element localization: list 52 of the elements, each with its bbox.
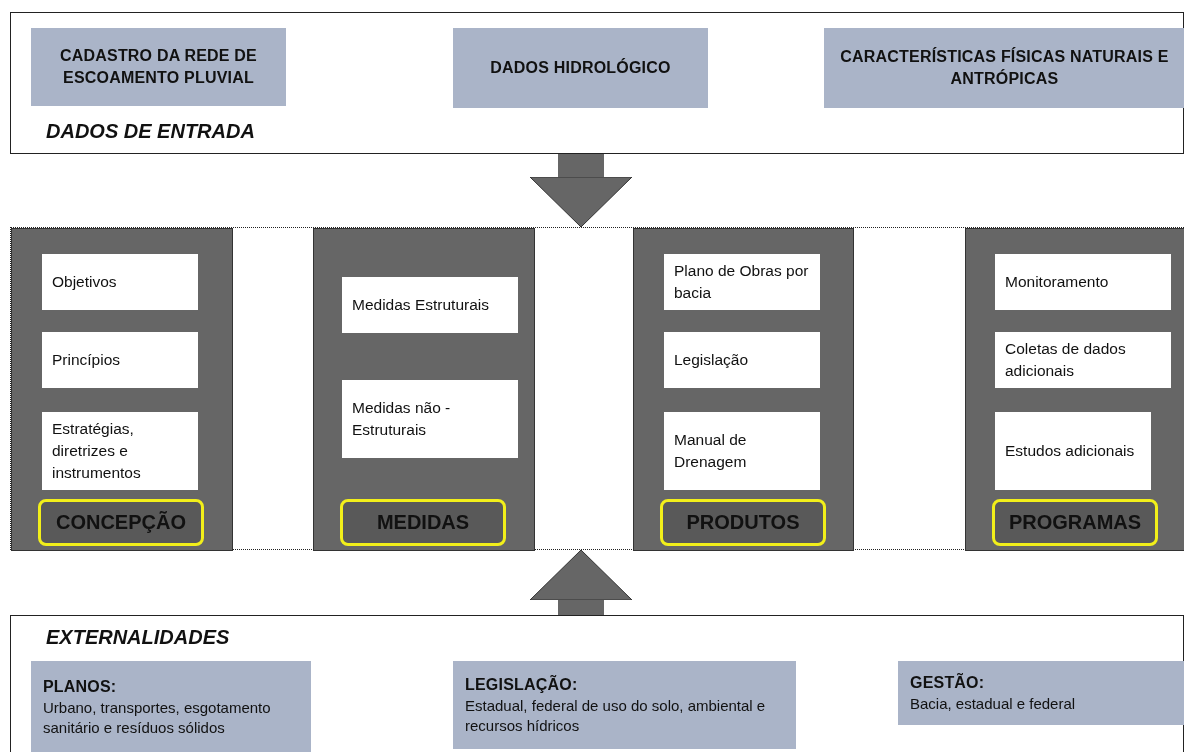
info-box	[453, 661, 796, 749]
box-text: Coletas de dados adicionais	[1005, 339, 1127, 381]
box-text: Estadual, federal de uso do solo, ambiental e recursos hídricos	[465, 696, 767, 736]
section-title: DADOS DE ENTRADA	[46, 120, 255, 143]
column-panel	[11, 228, 233, 551]
block-arrow	[529, 549, 633, 615]
box-heading: LEGISLAÇÃO:	[465, 674, 579, 695]
box-text: CARACTERÍSTICAS FÍSICAS NATURAIS E ANTRÓPICAS	[839, 46, 1170, 89]
info-box	[31, 28, 286, 106]
box-text: Medidas Estruturais	[352, 295, 490, 315]
info-box	[453, 28, 708, 108]
info-box	[664, 332, 820, 388]
section-panel	[10, 12, 1184, 154]
block-arrow	[529, 154, 633, 228]
info-box	[898, 661, 1184, 725]
info-box	[342, 277, 518, 333]
box-text: Legislação	[674, 350, 750, 370]
section-panel	[10, 615, 1184, 752]
column-panel	[313, 228, 535, 551]
column-title: MEDIDAS	[340, 499, 506, 546]
info-box	[342, 380, 518, 458]
info-box	[42, 412, 198, 490]
box-text: CADASTRO DA REDE DE ESCOAMENTO PLUVIAL	[59, 46, 258, 88]
column-panel	[965, 228, 1184, 551]
box-text: Princípios	[52, 350, 122, 370]
box-text: Objetivos	[52, 272, 118, 292]
info-box	[42, 254, 198, 310]
group-frame	[10, 227, 1184, 550]
box-heading: PLANOS:	[43, 677, 118, 697]
box-text: DADOS HIDROLÓGICO	[490, 57, 671, 78]
column-title: CONCEPÇÃO	[38, 499, 204, 546]
box-text: Plano de Obras por bacia	[674, 261, 810, 303]
info-box	[995, 412, 1151, 490]
box-text: Urbano, transportes, esgotamento sanitário e resíduos sólidos	[43, 698, 272, 738]
box-text: Monitoramento	[1005, 272, 1110, 292]
info-box	[664, 254, 820, 310]
info-box	[664, 412, 820, 490]
info-box	[824, 28, 1184, 108]
column-title: PROGRAMAS	[992, 499, 1158, 546]
box-text: Medidas não - Estruturais	[352, 398, 452, 440]
column-panel	[633, 228, 854, 551]
box-text: Estratégias, diretrizes e instrumentos	[52, 419, 142, 483]
box-text: Manual de Drenagem	[674, 430, 748, 472]
info-box	[995, 332, 1171, 388]
column-title: PRODUTOS	[660, 499, 826, 546]
box-text: Bacia, estadual e federal	[910, 694, 1077, 714]
info-box	[995, 254, 1171, 310]
info-box	[31, 661, 311, 752]
box-heading: GESTÃO:	[910, 672, 986, 693]
info-box	[42, 332, 198, 388]
section-title: EXTERNALIDADES	[46, 626, 230, 649]
box-text: Estudos adicionais	[1005, 441, 1136, 461]
